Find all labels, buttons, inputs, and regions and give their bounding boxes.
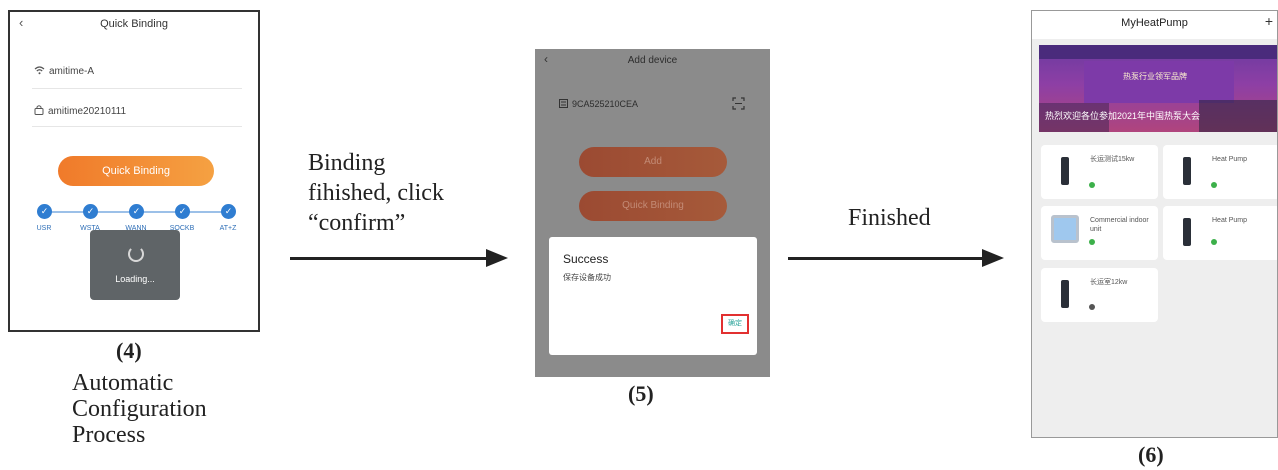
device-card[interactable]: Heat Pump bbox=[1163, 145, 1277, 199]
step-label: USR bbox=[36, 225, 52, 232]
caption-line: Automatic bbox=[72, 370, 174, 396]
home-screen: MyHeatPump + 热泵行业领军品牌 热烈欢迎各位参加2021年中国热泵大… bbox=[1031, 10, 1278, 438]
step-number: (4) bbox=[116, 338, 142, 363]
heat-pump-unit-icon bbox=[1183, 157, 1191, 185]
wifi-name: amitime-A bbox=[49, 66, 95, 77]
device-name: 长运测试15kw bbox=[1090, 156, 1135, 163]
step-check-icon: ✓ bbox=[221, 204, 236, 219]
divider bbox=[32, 126, 242, 127]
device-icon bbox=[559, 99, 568, 108]
confirm-button[interactable]: 确定 bbox=[721, 314, 749, 334]
device-card[interactable]: Heat Pump bbox=[1163, 206, 1277, 260]
add-device-screen: ‹ Add device 9CA525210CEA Add Quick Bind… bbox=[535, 49, 770, 377]
password-row[interactable]: amitime20210111 bbox=[34, 104, 126, 117]
step-check-icon: ✓ bbox=[175, 204, 190, 219]
dialog-title: Success bbox=[563, 252, 609, 266]
arrow-caption: Binding fihished, click “confirm” bbox=[308, 148, 444, 238]
screen-title: Quick Binding bbox=[100, 18, 168, 30]
device-name: Heat Pump bbox=[1212, 217, 1248, 224]
arrow-head bbox=[982, 249, 1004, 267]
step-label: SOCKB bbox=[169, 225, 195, 232]
promo-banner[interactable]: 热泵行业领军品牌 热烈欢迎各位参加2021年中国热泵大会 bbox=[1039, 45, 1277, 132]
add-device-icon[interactable]: + bbox=[1264, 13, 1273, 29]
step-check-icon: ✓ bbox=[83, 204, 98, 219]
dialog-message: 保存设备成功 bbox=[563, 273, 611, 282]
back-icon[interactable]: ‹ bbox=[544, 52, 548, 66]
heat-pump-unit-icon bbox=[1183, 218, 1191, 246]
status-dot bbox=[1089, 182, 1095, 188]
banner-subtext: 热烈欢迎各位参加2021年中国热泵大会 bbox=[1045, 111, 1201, 121]
heat-pump-unit-icon bbox=[1061, 280, 1069, 308]
device-name: Commercial indoor unit bbox=[1090, 217, 1149, 233]
status-dot bbox=[1089, 304, 1095, 310]
status-dot bbox=[1211, 182, 1217, 188]
arrow-shaft bbox=[788, 257, 986, 260]
quick-binding-screen: ‹ Quick Binding amitime-A amitime2021011… bbox=[8, 10, 260, 332]
indoor-unit-icon bbox=[1051, 215, 1079, 243]
quick-binding-button[interactable]: Quick Binding bbox=[579, 191, 727, 221]
arrow-head bbox=[486, 249, 508, 267]
quick-binding-button[interactable]: Quick Binding bbox=[58, 156, 214, 186]
loading-text: Loading... bbox=[115, 274, 155, 284]
device-id-row: 9CA525210CEA bbox=[559, 99, 638, 109]
device-card[interactable]: 长运室12kw bbox=[1041, 268, 1158, 322]
status-dot bbox=[1211, 239, 1217, 245]
status-dot bbox=[1089, 239, 1095, 245]
step-label: WSTA bbox=[80, 225, 100, 232]
banner-image bbox=[1039, 45, 1277, 132]
step-check-icon: ✓ bbox=[129, 204, 144, 219]
caption-line: “confirm” bbox=[308, 210, 406, 236]
spinner-icon bbox=[128, 246, 144, 262]
step-label: AT+Z bbox=[219, 225, 237, 232]
device-card[interactable]: 长运测试15kw bbox=[1041, 145, 1158, 199]
back-icon[interactable]: ‹ bbox=[19, 15, 24, 30]
step-number: (5) bbox=[628, 381, 654, 406]
top-bar bbox=[1032, 11, 1277, 39]
password-value: amitime20210111 bbox=[48, 106, 127, 117]
device-name: 长运室12kw bbox=[1090, 279, 1128, 286]
screen-title: Add device bbox=[627, 55, 678, 66]
step-check-icon: ✓ bbox=[37, 204, 52, 219]
caption-line: fihished, click bbox=[308, 180, 444, 206]
divider bbox=[32, 88, 242, 89]
banner-heading: 热泵行业领军品牌 bbox=[1123, 72, 1187, 81]
step-number: (6) bbox=[1138, 442, 1164, 467]
loading-toast: Loading... bbox=[90, 230, 180, 300]
device-name: Heat Pump bbox=[1212, 156, 1248, 163]
wifi-row[interactable]: amitime-A bbox=[34, 66, 94, 77]
device-card[interactable]: Commercial indoor unit bbox=[1041, 206, 1158, 260]
arrow-caption: Finished bbox=[848, 205, 931, 231]
caption-line: Process bbox=[72, 422, 146, 448]
step-label: WANN bbox=[125, 225, 147, 232]
caption-line: Binding bbox=[308, 150, 386, 176]
step-caption: Automatic Configuration Process bbox=[72, 370, 207, 448]
success-dialog: Success 保存设备成功 确定 bbox=[549, 237, 757, 355]
heat-pump-unit-icon bbox=[1061, 157, 1069, 185]
device-id: 9CA525210CEA bbox=[572, 99, 639, 109]
wifi-icon bbox=[34, 66, 45, 75]
caption-line: Configuration bbox=[72, 396, 207, 422]
lock-icon bbox=[34, 105, 44, 115]
arrow-shaft bbox=[290, 257, 490, 260]
scan-icon[interactable] bbox=[732, 97, 745, 110]
add-button[interactable]: Add bbox=[579, 147, 727, 177]
screen-title: MyHeatPump bbox=[1121, 17, 1188, 29]
